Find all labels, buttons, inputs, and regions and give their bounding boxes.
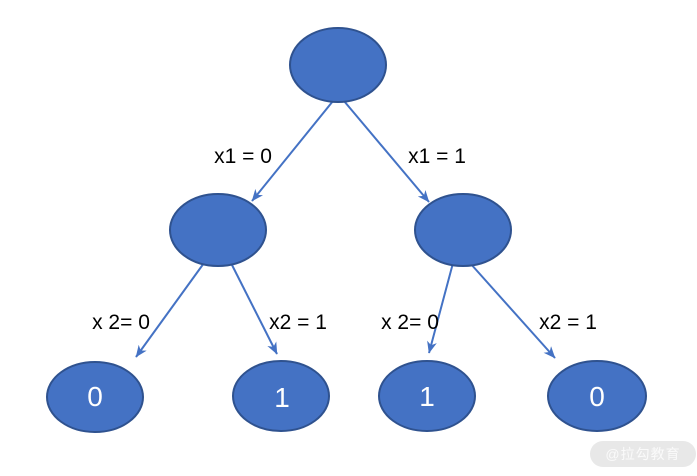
leaf-value-3: 1 [419,381,435,412]
edge-label-x2-0-right: x 2= 0 [381,311,439,334]
leaf-node-3 [378,360,476,432]
edge-label-x1-0: x1 = 0 [214,145,272,168]
internal-node-left [169,193,267,267]
edge-left-to-leaf1 [135,262,205,358]
edge-root-to-left [251,100,334,202]
edge-label-x1-1: x1 = 1 [408,145,466,168]
edge-right-to-leaf3 [427,262,454,354]
watermark-text: @拉勾教育 [605,446,681,462]
leaf-value-2: 1 [274,382,290,413]
edge-label-x2-0-left: x 2= 0 [92,311,150,334]
internal-node-right [414,193,512,267]
watermark-badge: @拉勾教育 [590,441,696,467]
edge-root-to-right [343,100,430,203]
edge-label-x2-1-right: x2 = 1 [539,311,597,334]
leaf-node-4 [547,360,647,432]
root-node [289,27,387,103]
leaf-value-4: 0 [589,381,605,412]
edge-label-x2-1-left: x2 = 1 [269,311,327,334]
edge-right-to-leaf4 [469,262,556,359]
leaf-value-1: 0 [87,381,103,412]
leaf-node-1 [46,361,144,433]
edge-left-to-leaf2 [230,262,278,355]
leaf-node-2 [232,360,330,432]
